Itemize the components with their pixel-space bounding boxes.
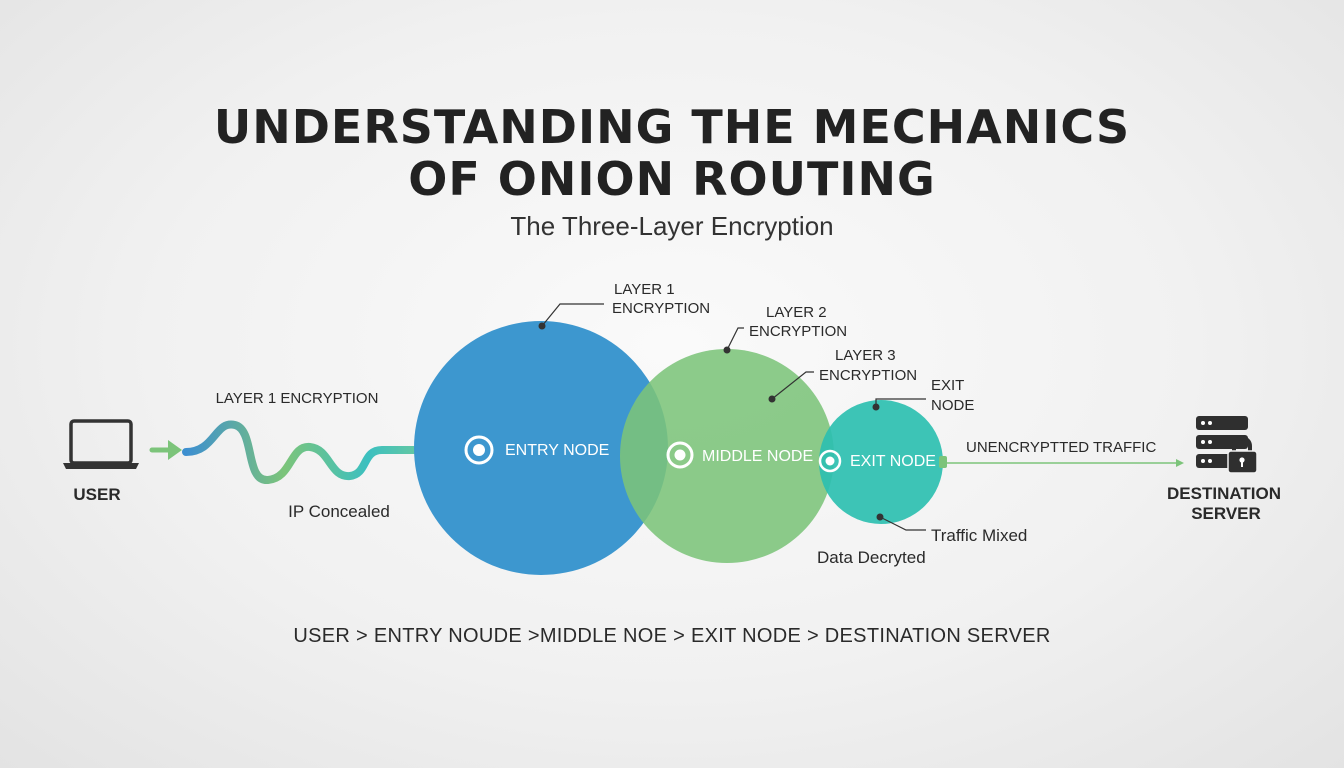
layer1-encryption-label: LAYER 1 ENCRYPTION — [216, 390, 379, 407]
layer1-callout — [538, 303, 604, 330]
page-subtitle: The Three-Layer Encryption — [510, 211, 834, 241]
exit-callout — [872, 398, 926, 411]
middle-node-marker-icon — [666, 441, 694, 469]
server-lock-icon — [1196, 416, 1258, 474]
unencrypted-traffic-line — [939, 456, 1184, 468]
encrypted-wire — [182, 420, 470, 484]
entry-node-circle — [414, 321, 668, 575]
layer3-callout-line1: LAYER 3 — [835, 347, 896, 364]
middle-node-label: MIDDLE NODE — [702, 448, 813, 465]
exit-node-label: EXIT NODE — [850, 453, 936, 470]
layer2-callout-line2: ENCRYPTION — [749, 323, 847, 340]
user-label: USER — [73, 485, 120, 504]
layer1-callout-line2: ENCRYPTION — [612, 300, 710, 317]
data-decrypted-label: Data Decryted — [817, 548, 926, 567]
traffic-mixed-callout — [876, 513, 926, 531]
route-summary: USER > ENTRY NOUDE >MIDDLE NOE > EXIT NO… — [293, 625, 1051, 647]
layer3-callout-line2: ENCRYPTION — [819, 367, 917, 384]
destination-label-line2: SERVER — [1191, 504, 1261, 523]
entry-node-marker-icon — [464, 435, 494, 465]
exit-node-circle — [819, 400, 943, 524]
traffic-mixed-label: Traffic Mixed — [931, 526, 1027, 545]
laptop-icon — [63, 419, 139, 469]
entry-node-label: ENTRY NODE — [505, 442, 609, 459]
ip-concealed-label: IP Concealed — [288, 502, 390, 521]
layer2-callout — [723, 327, 744, 354]
page-title-line1: UNDERSTANDING THE MECHANICS — [213, 100, 1131, 154]
destination-label-line1: DESTINATION — [1167, 484, 1281, 503]
unencrypted-traffic-label: UNENCRYPTTED TRAFFIC — [966, 439, 1156, 456]
page-title-line2: OF ONION ROUTING — [408, 152, 936, 206]
arrow-right-icon — [149, 440, 182, 460]
layer2-callout-line1: LAYER 2 — [766, 304, 827, 321]
layer3-callout — [768, 371, 814, 403]
exit-callout-line1: EXIT — [931, 377, 964, 394]
middle-node-circle — [620, 349, 834, 563]
layer1-callout-line1: LAYER 1 — [614, 281, 675, 298]
exit-callout-line2: NODE — [931, 397, 974, 414]
exit-node-marker-icon — [818, 449, 842, 473]
